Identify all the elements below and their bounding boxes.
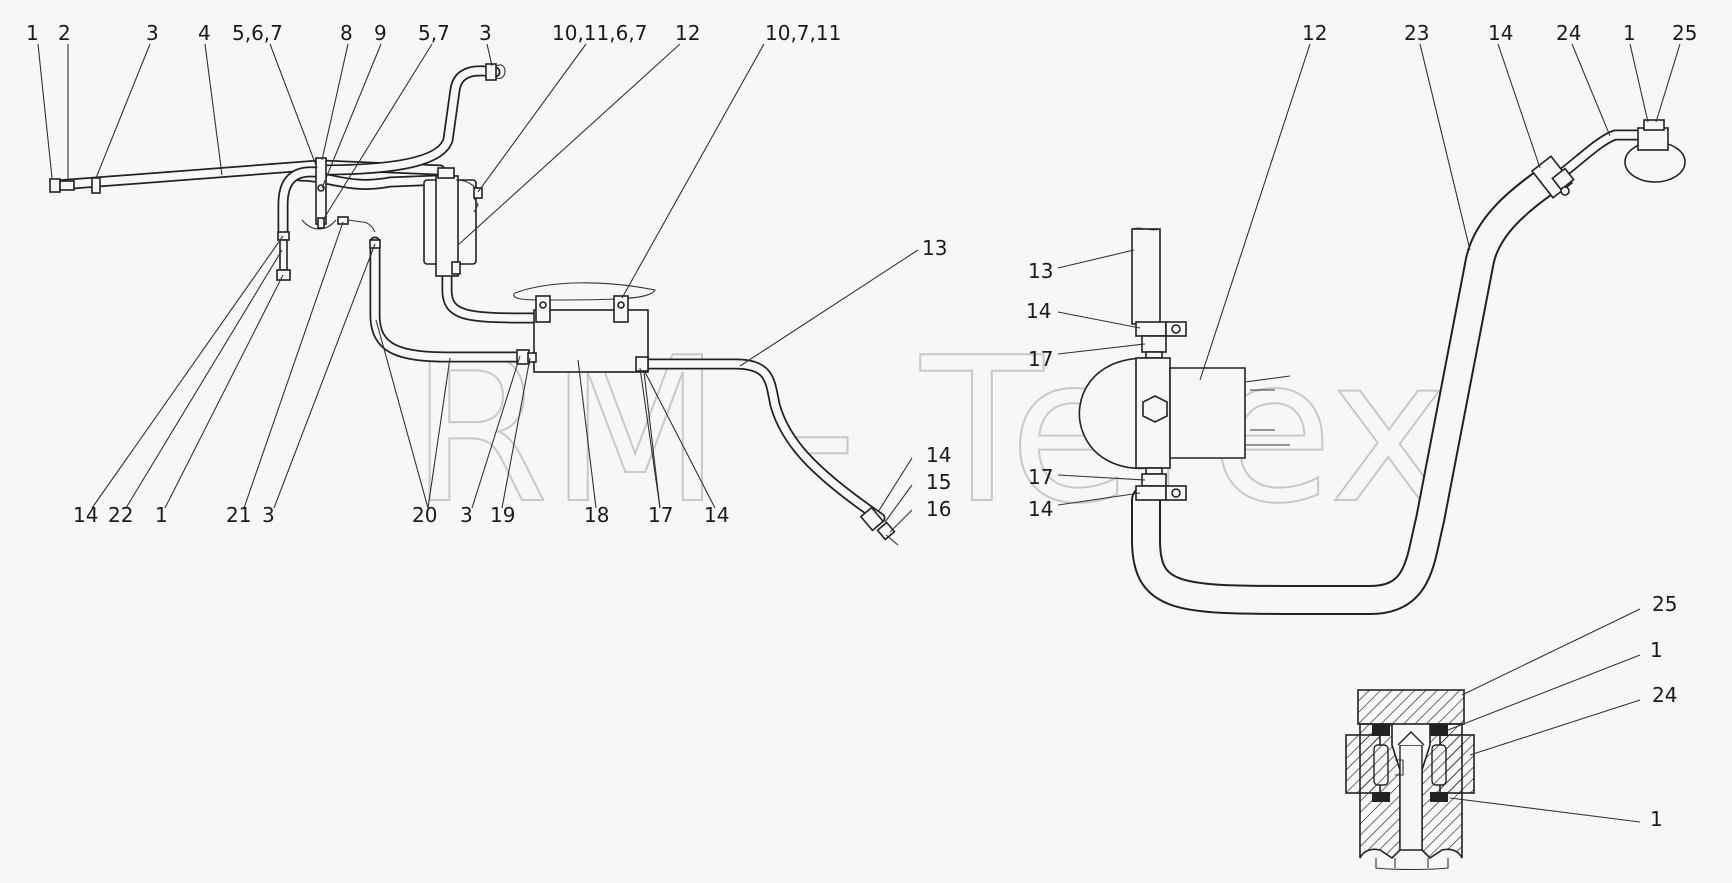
callout-s25: 25 — [1652, 592, 1677, 616]
callout-r24: 24 — [1556, 21, 1581, 45]
callout-2: 2 — [58, 21, 71, 45]
callout-s24: 24 — [1652, 683, 1677, 707]
left-leader-lines — [37, 43, 919, 533]
callout-5-6-7: 5,6,7 — [232, 21, 283, 45]
callout-r14-bottom: 14 — [1028, 497, 1053, 521]
callout-21: 21 — [226, 503, 251, 527]
left-fuel-line-assembly — [49, 63, 899, 546]
right-pump-hose-assembly — [1078, 119, 1686, 615]
callout-3-lower: 3 — [262, 503, 275, 527]
callout-10-7-11: 10,7,11 — [765, 21, 841, 45]
callout-12: 12 — [675, 21, 700, 45]
callout-r13: 13 — [1028, 259, 1053, 283]
callout-r12: 12 — [1302, 21, 1327, 45]
right-callout-labels: 12 23 14 24 1 25 13 14 17 17 14 — [1026, 21, 1697, 521]
callout-13: 13 — [922, 236, 947, 260]
callout-s1-top: 1 — [1650, 638, 1663, 662]
callout-s1-bottom: 1 — [1650, 807, 1663, 831]
callout-3: 3 — [146, 21, 159, 45]
section-leader-lines — [1447, 608, 1641, 823]
callout-1-lower: 1 — [155, 503, 168, 527]
callout-5-7: 5,7 — [418, 21, 450, 45]
callout-r25: 25 — [1672, 21, 1697, 45]
left-callout-labels: 1 2 3 4 5,6,7 8 9 5,7 3 10,11,6,7 12 10,… — [26, 21, 951, 527]
callout-4: 4 — [198, 21, 211, 45]
callout-14-end: 14 — [926, 443, 951, 467]
callout-r17-bottom: 17 — [1028, 465, 1053, 489]
callout-20: 20 — [412, 503, 437, 527]
callout-15: 15 — [926, 470, 951, 494]
callout-14-mid: 14 — [704, 503, 729, 527]
callout-22: 22 — [108, 503, 133, 527]
callout-18: 18 — [584, 503, 609, 527]
section-detail-fitting — [1345, 689, 1475, 871]
right-leader-lines — [1057, 43, 1681, 506]
callout-17: 17 — [648, 503, 673, 527]
callout-r1: 1 — [1623, 21, 1636, 45]
section-callout-labels: 25 1 24 1 — [1650, 592, 1677, 831]
callout-14-left: 14 — [73, 503, 98, 527]
callout-8: 8 — [340, 21, 353, 45]
callout-1: 1 — [26, 21, 39, 45]
callout-r14-mid: 14 — [1026, 299, 1051, 323]
callout-3-mid: 3 — [460, 503, 473, 527]
callout-r23: 23 — [1404, 21, 1429, 45]
callout-9: 9 — [374, 21, 387, 45]
callout-r14-top: 14 — [1488, 21, 1513, 45]
callout-10-11-6-7: 10,11,6,7 — [552, 21, 647, 45]
callout-3-top: 3 — [479, 21, 492, 45]
callout-16: 16 — [926, 497, 951, 521]
callout-19: 19 — [490, 503, 515, 527]
callout-r17-top: 17 — [1028, 347, 1053, 371]
